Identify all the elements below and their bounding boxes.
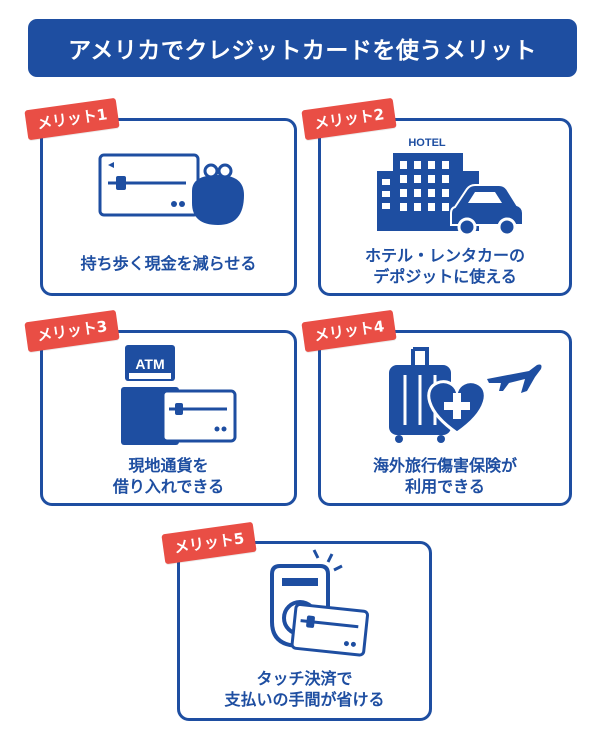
- hotel-and-car-icon: HOTEL: [377, 135, 524, 237]
- merit-card-3: ATM 現地通貨を 借り入れできる: [40, 330, 297, 506]
- merit-2-caption: ホテル・レンタカーの デポジットに使える: [364, 246, 525, 286]
- merit-card-2: HOTEL ホテル・レンタカーの デポジットに使える: [318, 118, 572, 296]
- merit-card-1: 持ち歩く現金を減らせる: [40, 118, 297, 296]
- suitcase-heart-airplane-icon: [389, 347, 542, 443]
- atm-and-card-icon: ATM: [121, 345, 237, 445]
- merit-4-caption: 海外旅行傷害保険が 利用できる: [372, 456, 517, 496]
- merit-3-caption: 現地通貨を 借り入れできる: [112, 456, 225, 496]
- card-and-coin-purse-icon: [98, 153, 244, 225]
- touch-payment-icon: [270, 549, 370, 657]
- merit-1-caption: 持ち歩く現金を減らせる: [80, 254, 257, 273]
- merit-5-caption: タッチ決済で 支払いの手間が省ける: [224, 669, 385, 709]
- merit-card-5: タッチ決済で 支払いの手間が省ける: [177, 541, 432, 721]
- merit-card-4: 海外旅行傷害保険が 利用できる: [318, 330, 572, 506]
- page-title: アメリカでクレジットカードを使うメリット: [28, 19, 577, 77]
- atm-label-text: ATM: [135, 356, 164, 372]
- hotel-sign-text: HOTEL: [408, 137, 446, 149]
